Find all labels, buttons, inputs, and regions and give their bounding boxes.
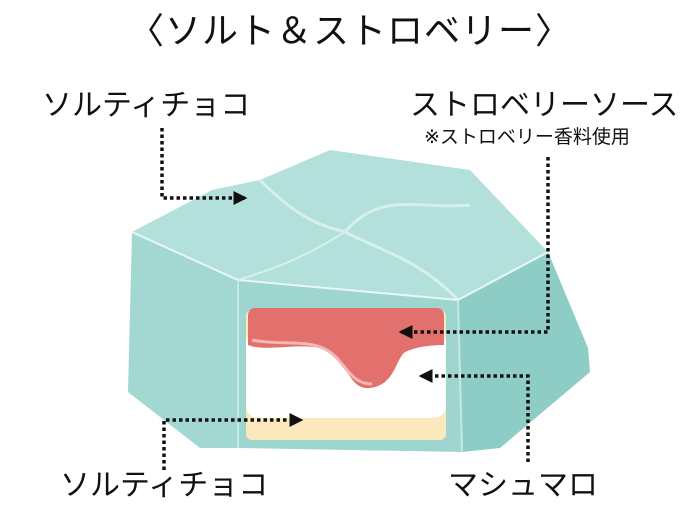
strawberry-sauce-layer: [248, 308, 444, 389]
leader-top-left: [160, 128, 248, 205]
label-salty-choco-bottom: ソルティチョコ: [60, 468, 269, 503]
label-strawberry-sauce: ストロベリーソース: [410, 88, 679, 123]
label-salty-choco-top: ソルティチョコ: [42, 88, 251, 123]
interior-cross-section: [246, 308, 446, 440]
label-strawberry-flavoring-note: ※ストロベリー香料使用: [424, 126, 630, 148]
leader-lines: [160, 128, 550, 470]
leader-bottom-right: [418, 369, 530, 462]
label-marshmallow: マシュマロ: [448, 468, 598, 503]
leader-top-right: [398, 157, 550, 339]
diagram-title: 〈ソルト＆ストロベリー〉: [127, 11, 572, 52]
